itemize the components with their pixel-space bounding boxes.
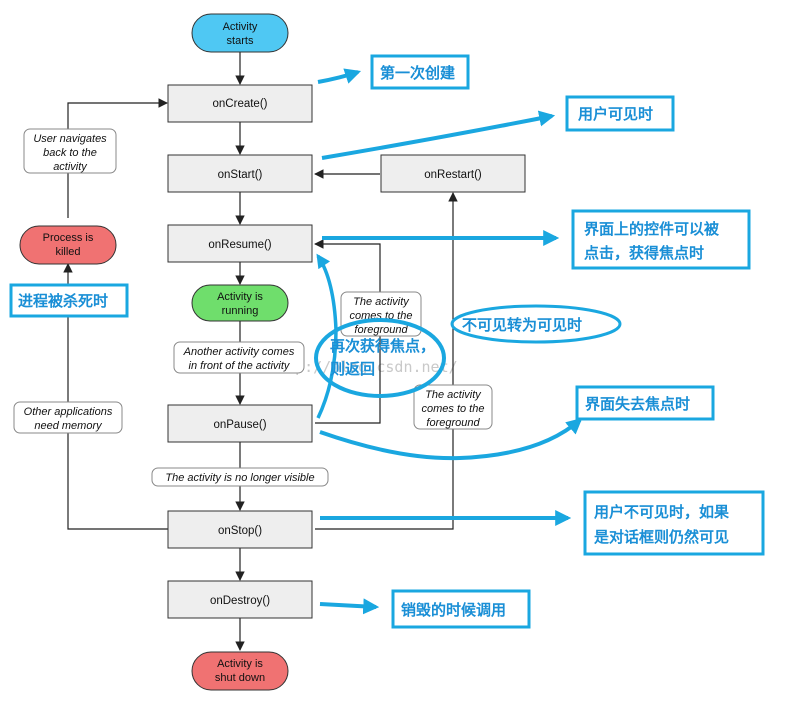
note-foreground-inner-line1: The activity <box>353 296 410 308</box>
process-killed-line1: Process is <box>43 232 94 244</box>
method-on-pause: onPause() <box>167 404 313 443</box>
annotation-lose-focus: 界面失去焦点时 <box>575 385 715 421</box>
note-another-activity: Another activity comes in front of the a… <box>173 341 305 374</box>
note-foreground-inner: The activity comes to the foreground <box>340 291 422 337</box>
note-other-apps-line1: Other applications <box>24 406 113 418</box>
state-process-killed: Process is killed <box>19 225 117 265</box>
note-user-navigates: User navigates back to the activity <box>23 128 117 174</box>
activity-shut-down-line1: Activity is <box>217 658 263 670</box>
on-create-label: onCreate() <box>213 98 268 110</box>
on-resume-label: onResume() <box>208 239 271 251</box>
annotation-invisible-to-visible-text: 不可见转为可见时 <box>462 316 582 334</box>
note-another-activity-line1: Another activity comes <box>183 346 295 358</box>
process-killed-line2: killed <box>55 246 80 258</box>
activity-starts-line1: Activity <box>223 21 258 33</box>
note-another-activity-line2: in front of the activity <box>189 360 291 372</box>
note-no-longer-visible-text: The activity is no longer visible <box>165 472 314 484</box>
note-foreground-outer-line2: comes to the <box>422 403 485 415</box>
note-foreground-inner-line3: foreground <box>354 324 408 336</box>
annotation-invisible-to-visible: 不可见转为可见时 <box>450 304 622 344</box>
note-foreground-outer-line1: The activity <box>425 389 482 401</box>
annotation-first-create: 第一次创建 <box>370 54 470 90</box>
note-other-apps: Other applications need memory <box>13 401 123 434</box>
activity-shut-down-line2: shut down <box>215 672 265 684</box>
annotation-destroy-text: 销毁的时候调用 <box>401 601 506 619</box>
note-user-navigates-line1: User navigates <box>33 133 107 145</box>
annotation-destroy: 销毁的时候调用 <box>391 589 531 629</box>
annotation-regain-focus: 再次获得焦点， 则返回 <box>314 318 446 398</box>
activity-running-line2: running <box>222 305 259 317</box>
note-other-apps-line2: need memory <box>34 420 103 432</box>
note-user-navigates-line3: activity <box>53 161 88 173</box>
on-start-label: onStart() <box>218 169 263 181</box>
note-foreground-outer-line3: foreground <box>426 417 480 429</box>
on-restart-label: onRestart() <box>424 169 482 181</box>
annotation-resume-focus-line1: 界面上的控件可以被 <box>584 220 720 238</box>
note-no-longer-visible: The activity is no longer visible <box>151 467 329 487</box>
activity-shut-down-pill <box>191 651 289 691</box>
method-on-resume: onResume() <box>167 224 313 263</box>
on-destroy-label: onDestroy() <box>210 595 270 607</box>
on-stop-label: onStop() <box>218 525 262 537</box>
annotation-user-visible-text: 用户可见时 <box>578 105 653 123</box>
process-killed-pill <box>19 225 117 265</box>
on-pause-label: onPause() <box>213 419 266 431</box>
method-on-restart: onRestart() <box>380 154 526 193</box>
state-activity-running: Activity is running <box>191 284 289 322</box>
annotation-first-create-text: 第一次创建 <box>380 64 456 82</box>
method-on-destroy: onDestroy() <box>167 580 313 619</box>
annotation-process-killed: 进程被杀死时 <box>9 283 129 318</box>
annotation-stop-invisible-line2: 是对话框则仍然可见 <box>593 528 729 546</box>
activity-starts-pill <box>191 13 289 53</box>
blue-annotation-arrows <box>316 68 583 615</box>
annotation-resume-focus-line2: 点击，获得焦点时 <box>584 244 704 262</box>
annotation-stop-invisible-line1: 用户不可见时，如果 <box>594 503 730 521</box>
method-on-stop: onStop() <box>167 510 313 549</box>
activity-starts-line2: starts <box>227 35 254 47</box>
activity-running-line1: Activity is <box>217 291 263 303</box>
annotation-regain-focus-line2: 则返回 <box>330 360 375 378</box>
annotation-user-visible: 用户可见时 <box>565 95 675 132</box>
state-activity-starts: Activity starts <box>191 13 289 53</box>
method-on-start: onStart() <box>167 154 313 193</box>
state-activity-shut-down: Activity is shut down <box>191 651 289 691</box>
annotation-stop-invisible: 用户不可见时，如果 是对话框则仍然可见 <box>583 490 765 556</box>
annotation-regain-focus-line1: 再次获得焦点， <box>330 337 435 355</box>
note-foreground-outer: The activity comes to the foreground <box>413 384 493 430</box>
activity-running-pill <box>191 284 289 322</box>
method-on-create: onCreate() <box>167 84 313 123</box>
annotation-lose-focus-text: 界面失去焦点时 <box>585 395 690 413</box>
annotation-process-killed-text: 进程被杀死时 <box>18 292 108 310</box>
annotation-resume-focus: 界面上的控件可以被 点击，获得焦点时 <box>571 209 751 270</box>
note-user-navigates-line2: back to the <box>43 147 97 159</box>
